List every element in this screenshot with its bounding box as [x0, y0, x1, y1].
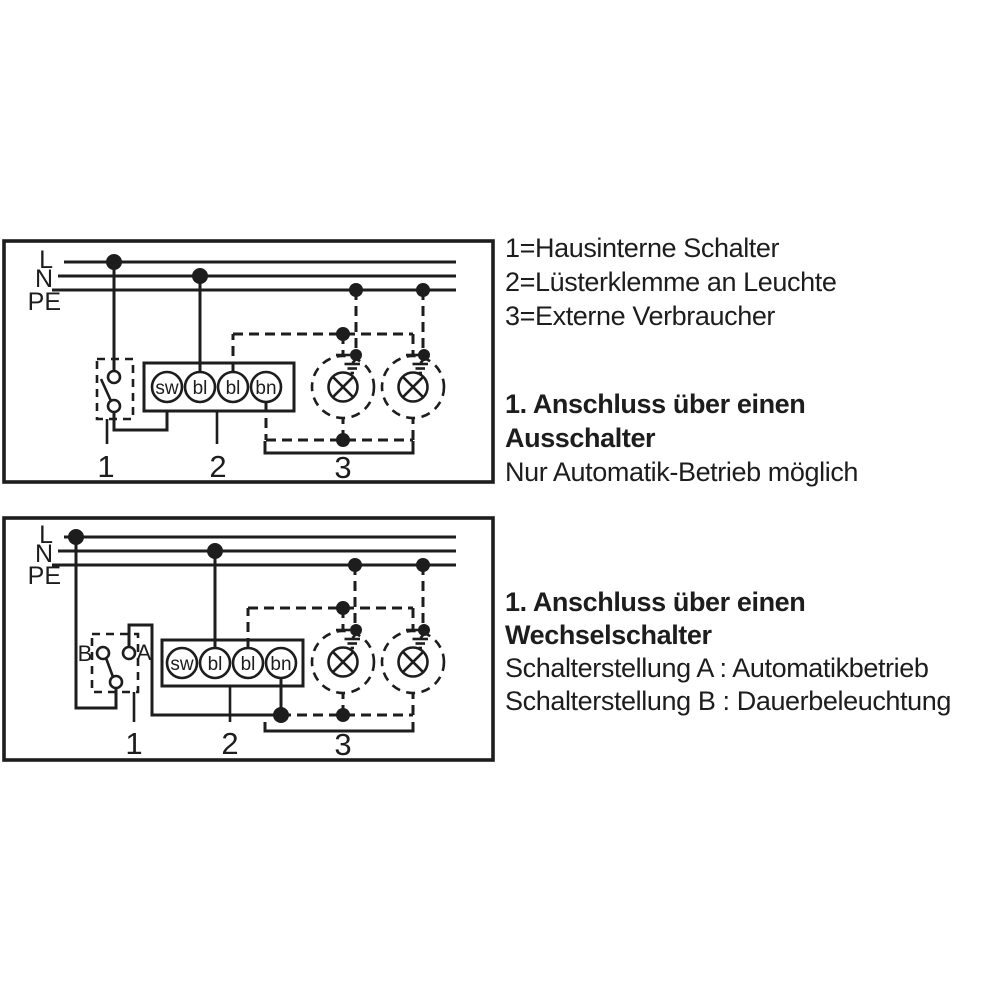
lamp-bulb — [327, 646, 359, 678]
dashed-net-bottom — [273, 677, 415, 723]
terminal-block-outline — [160, 638, 305, 688]
lamp-icon — [380, 290, 446, 420]
callout-number-2: 2 — [221, 726, 238, 761]
terminal-label-bn: bn — [270, 654, 291, 675]
lamp-icon — [310, 290, 376, 420]
wire-switch-to-sw-terminal — [112, 411, 169, 432]
switch-dashed-box — [90, 632, 140, 694]
bus-label-n: N — [35, 540, 53, 568]
section-wechselschalter: 1. Anschluss über einen Wechselschalter … — [505, 586, 951, 718]
top-diagram: L N PE — [2, 239, 495, 485]
callout-number-1: 1 — [97, 449, 114, 484]
legend-line-2: 2=Lüsterklemme an Leuchte — [505, 267, 837, 297]
lamp-cross — [401, 650, 425, 674]
terminal-block: sw bl bl bn — [160, 638, 305, 722]
switch-common-contact — [108, 674, 124, 690]
switch-contact — [106, 398, 122, 414]
lamp-cross — [331, 650, 355, 674]
lamp-bulb — [327, 371, 359, 403]
terminal-label-bl: bl — [241, 654, 256, 675]
earth-icon — [412, 633, 428, 650]
callout-bracket-3 — [263, 441, 415, 455]
earth-icon — [344, 633, 360, 650]
section-ausschalter: 1. Anschluss über einen Ausschalter Nur … — [505, 387, 858, 489]
bus-lines — [52, 535, 456, 567]
switch-symbol — [95, 357, 169, 444]
bus-label-pe: PE — [28, 562, 61, 590]
bus-label-pe: PE — [28, 288, 61, 316]
section-title-line-1: 1. Anschluss über einen — [505, 389, 806, 419]
section-note-b: Schalterstellung B : Dauerbeleuchtung — [505, 686, 951, 716]
terminal-label-bn: bn — [255, 378, 276, 399]
dashed-net-top — [231, 327, 415, 372]
bus-label-n: N — [35, 265, 53, 293]
callout-bracket-3 — [263, 722, 415, 733]
lamp-icon — [380, 565, 446, 695]
terminal-label-bl: bl — [208, 654, 223, 675]
terminal-label-sw: sw — [155, 378, 179, 399]
terminal-block: sw bl bl bn — [142, 361, 296, 444]
terminal-block-outline — [142, 361, 296, 413]
terminal-label-bl: bl — [193, 378, 208, 399]
terminal-label-sw: sw — [170, 654, 194, 675]
callout-number-2: 2 — [209, 449, 226, 484]
callout-number-1: 1 — [125, 726, 142, 761]
earth-dot — [350, 624, 362, 636]
dashed-net-top — [246, 601, 415, 648]
earth-icon — [412, 358, 428, 375]
bus-label-l: L — [39, 246, 53, 274]
lamp-bulb — [397, 371, 429, 403]
switch-label-b: B — [78, 641, 93, 666]
bus-lines — [52, 260, 456, 292]
wire-l-to-switch — [74, 537, 118, 710]
section-title-line-2: Wechselschalter — [505, 620, 712, 650]
switch-label-a: A — [137, 640, 152, 665]
legend-line-3: 3=Externe Verbraucher — [505, 301, 776, 331]
wire-a-contact-to-bn — [127, 623, 281, 717]
diagram-frame — [2, 239, 495, 484]
callout-number-3: 3 — [334, 727, 351, 762]
legend-line-1: 1=Hausinterne Schalter — [505, 233, 780, 263]
terminal-sw — [150, 370, 184, 404]
section-title-line-1: 1. Anschluss über einen — [505, 587, 806, 617]
terminal-sw — [165, 646, 199, 680]
changeover-switch-symbol: B A — [78, 623, 281, 722]
section-title-line-2: Ausschalter — [505, 423, 656, 453]
legend: 1=Hausinterne Schalter 2=Lüsterklemme an… — [505, 231, 837, 333]
section-note: Nur Automatik-Betrieb möglich — [505, 457, 859, 487]
switch-contact — [106, 369, 122, 385]
earth-dot — [418, 624, 430, 636]
switch-contact-a — [121, 645, 137, 661]
dashed-net-bottom — [264, 402, 415, 447]
bus-label-l: L — [39, 521, 53, 549]
lamp-bulb — [397, 646, 429, 678]
switch-blade — [104, 657, 115, 678]
lamp-cross — [331, 375, 355, 399]
lamp-icon — [310, 565, 376, 695]
diagram-frame — [2, 516, 495, 762]
switch-blade — [99, 378, 113, 402]
lamp-cross — [401, 375, 425, 399]
earth-dot — [418, 349, 430, 361]
switch-contact-b — [95, 645, 111, 661]
terminal-label-bl: bl — [226, 378, 241, 399]
earth-icon — [344, 358, 360, 375]
earth-dot — [350, 349, 362, 361]
callout-number-3: 3 — [334, 450, 351, 485]
section-note-a: Schalterstellung A : Automatikbetrieb — [505, 653, 929, 683]
bottom-diagram: L N PE B A — [2, 516, 495, 762]
